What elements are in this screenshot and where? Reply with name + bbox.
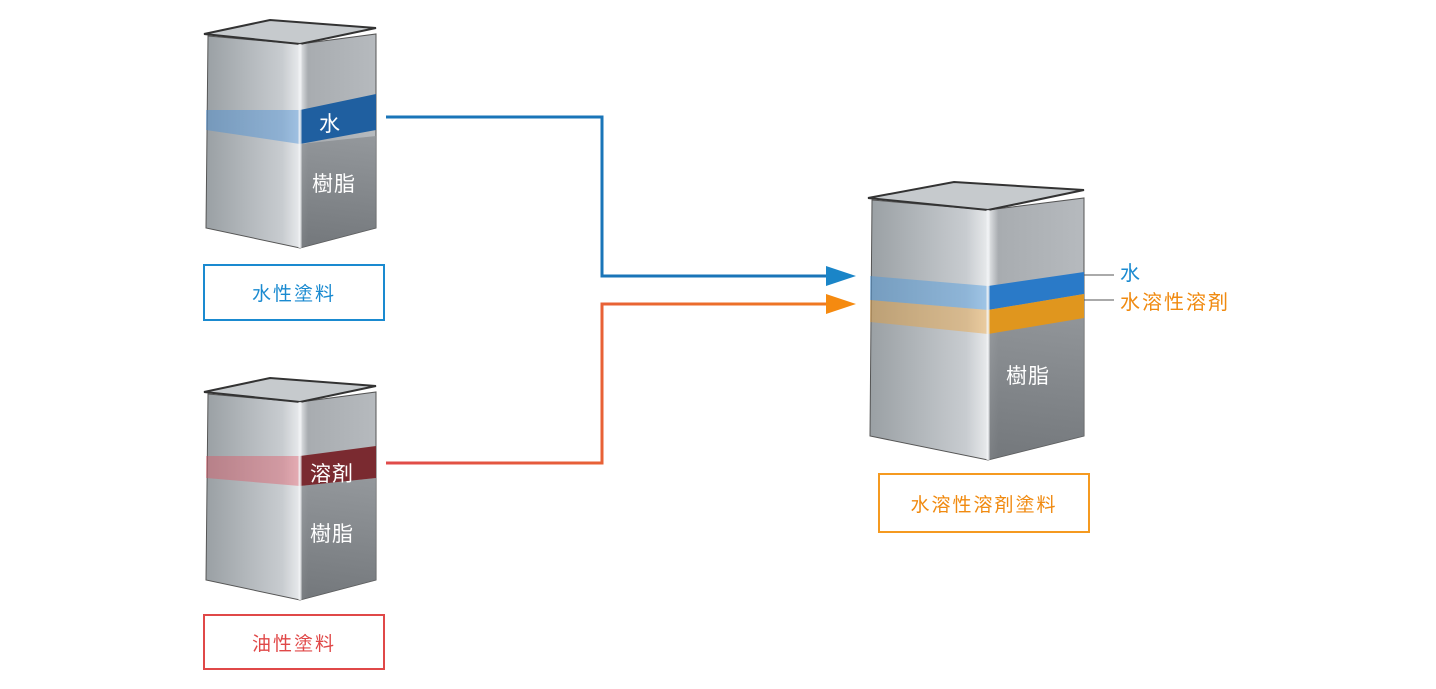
label-water-based-paint: 水性塗料	[203, 264, 385, 321]
can-water-soluble-solvent: 樹脂	[864, 176, 1088, 462]
layer-label-resin: 樹脂	[312, 172, 356, 196]
layer-label-resin: 樹脂	[1006, 364, 1050, 388]
label-oil-based-paint: 油性塗料	[203, 614, 385, 670]
layer-label-water: 水	[319, 112, 341, 136]
oil-arrow-head	[826, 294, 856, 314]
label-water-soluble-solvent-paint: 水溶性溶剤塗料	[878, 473, 1090, 533]
callout-water: 水	[1120, 261, 1142, 285]
water-arrow-head	[826, 266, 856, 286]
layer-label-resin: 樹脂	[310, 522, 354, 546]
oil-arrow-line	[386, 302, 830, 465]
can-water-based: 水 樹脂	[200, 14, 380, 250]
can-oil-based: 溶剤 樹脂	[200, 374, 380, 602]
layer-label-solvent: 溶剤	[310, 462, 354, 486]
water-arrow-line	[386, 115, 830, 278]
callout-water-soluble-solvent: 水溶性溶剤	[1120, 290, 1230, 314]
